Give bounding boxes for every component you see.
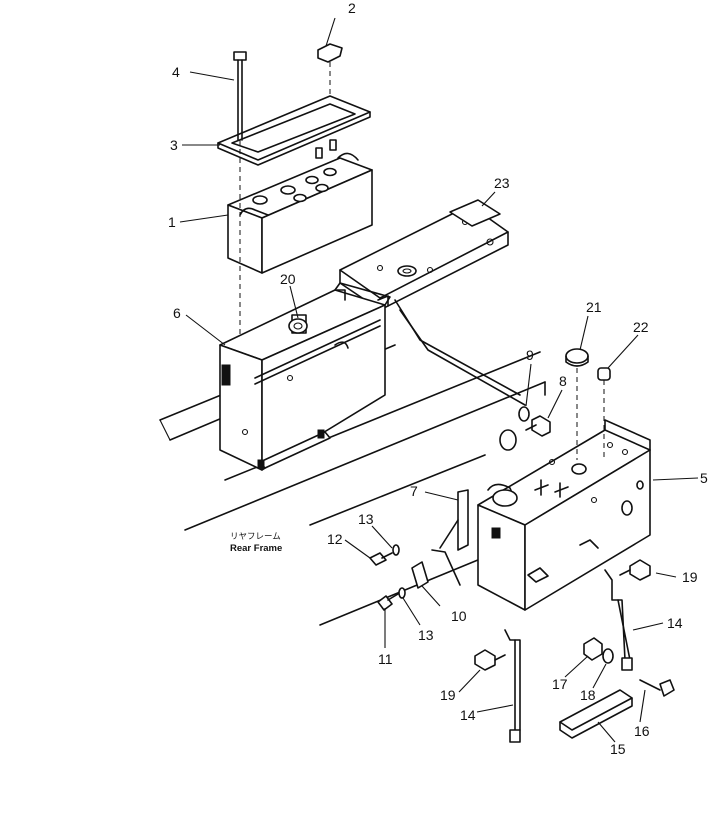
battery-box-left [219,282,391,471]
callout-14-right: 14 [667,615,683,631]
callout-23: 23 [494,175,510,191]
washer-18 [602,648,614,664]
callout-19-right: 19 [682,569,698,585]
callout-1: 1 [168,214,176,230]
callout-13-upper: 13 [358,511,374,527]
callout-2: 2 [348,0,356,16]
callout-numbers: 1 2 3 4 5 6 7 8 9 10 11 12 13 13 14 14 1… [168,0,708,757]
cap-21 [565,348,589,460]
rear-frame-label: リヤフレーム Rear Frame [230,532,282,554]
callout-19-left: 19 [440,687,456,703]
bolt-16 [639,679,675,697]
nut-17 [583,637,603,661]
bar-15 [559,689,633,739]
battery-hold-down-frame [217,95,371,166]
frame-label-english: Rear Frame [230,543,282,554]
bolt-19-right [619,559,651,581]
wing-nut [317,43,343,96]
callout-6: 6 [173,305,181,321]
callout-20: 20 [280,271,296,287]
callout-9: 9 [526,347,534,363]
callout-18: 18 [580,687,596,703]
callout-10: 10 [451,608,467,624]
cable-14-left [504,629,521,743]
callout-21: 21 [586,299,602,315]
callout-14-left: 14 [460,707,476,723]
washer-9 [518,406,530,422]
callout-8: 8 [559,373,567,389]
bolt-8 [525,415,551,437]
callout-12: 12 [327,531,343,547]
callout-4: 4 [172,64,180,80]
callout-5: 5 [700,470,708,486]
callout-11: 11 [378,651,393,667]
bolt-12 [369,544,400,566]
frame-label-japanese: リヤフレーム [230,532,281,542]
bolt-19-left [474,649,506,671]
battery-box-right [477,419,651,611]
callout-13-lower: 13 [418,627,434,643]
battery [227,139,373,274]
clip-10 [411,549,461,589]
callout-17: 17 [552,676,568,692]
callout-22: 22 [633,319,649,335]
callout-16: 16 [634,723,650,739]
plug-22 [597,367,611,460]
callout-7: 7 [410,483,418,499]
callout-15: 15 [610,741,626,757]
cable-14-right [604,569,633,671]
bracket-7 [439,489,469,551]
callout-3: 3 [170,137,178,153]
callout-leaders [179,17,699,743]
bolt-11 [377,587,406,611]
